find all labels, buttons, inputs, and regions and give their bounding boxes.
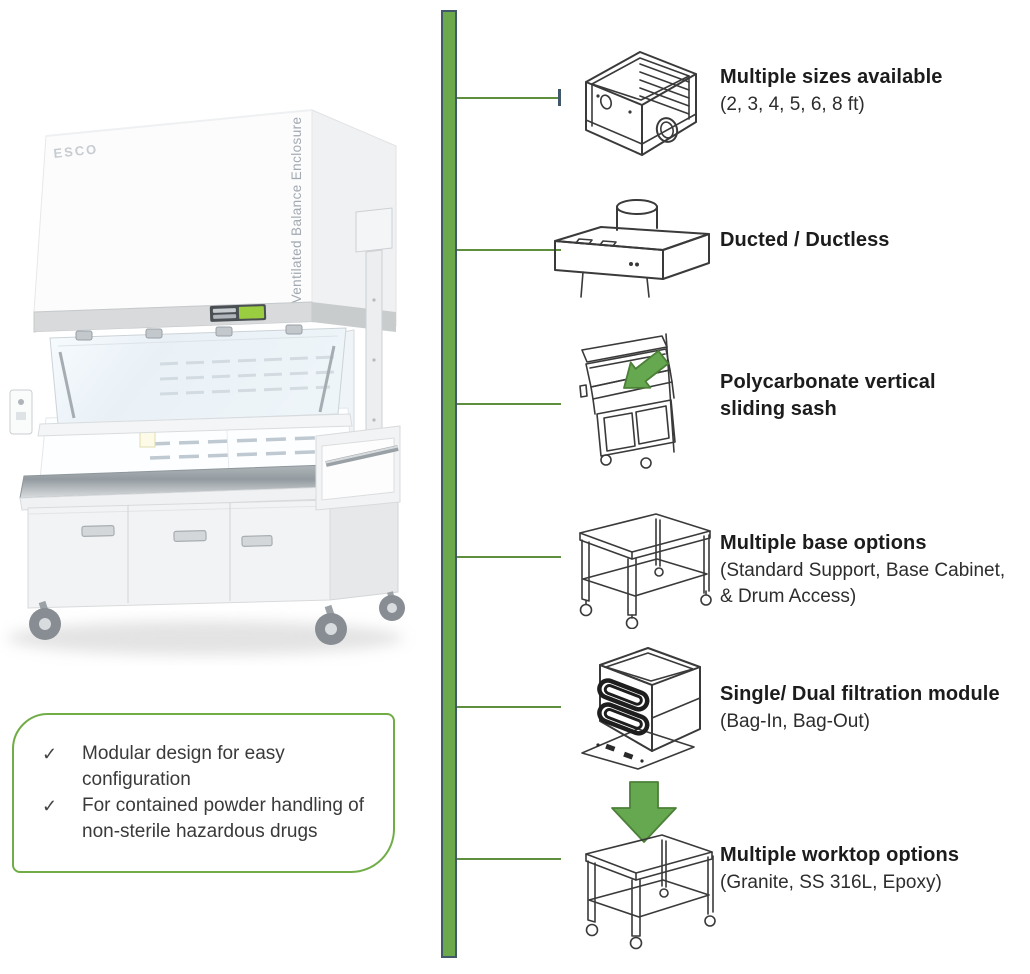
feature-subtitle: (2, 3, 4, 5, 6, 8 ft): [720, 94, 865, 115]
left-utility-box: [9, 389, 33, 435]
feature-worktop-options: Multiple worktop options (Granite, SS 31…: [720, 842, 1030, 896]
sash-hinges: [75, 324, 303, 341]
connector-line: [457, 97, 558, 99]
feature-sliding-sash: Polycarbonate vertical sliding sash: [720, 369, 1030, 424]
feature-base-options: Multiple base options (Standard Support,…: [720, 530, 1030, 610]
benefits-callout-box: ✓ Modular design for easy configuration …: [12, 713, 395, 873]
benefit-item: ✓ For contained powder handling of non-s…: [36, 793, 375, 845]
base-options-icon: [570, 503, 718, 629]
connector-line: [457, 858, 561, 860]
timeline-bar: [441, 10, 457, 958]
brand-logo: ESCO: [53, 141, 99, 161]
feature-title: Polycarbonate vertical sliding sash: [720, 371, 936, 420]
sash-rail: [355, 207, 393, 455]
connector-line: [457, 249, 561, 251]
checkmark-icon: ✓: [42, 796, 58, 816]
floor-shadow: [7, 621, 403, 655]
feature-title: Multiple worktop options: [720, 844, 960, 866]
feature-multiple-sizes: Multiple sizes available (2, 3, 4, 5, 6,…: [720, 64, 1030, 118]
casters: [29, 591, 405, 645]
feature-title: Multiple sizes available: [720, 66, 943, 88]
base-cabinet: [27, 489, 399, 609]
connector-end-tick: [558, 89, 561, 106]
filtration-module-icon: [572, 641, 722, 771]
connector-line: [457, 556, 561, 558]
sliding-sash-icon: [566, 330, 694, 472]
multiple-sizes-icon: [568, 42, 713, 167]
feature-title: Single/ Dual filtration module: [720, 683, 1000, 705]
benefit-text: Modular design for easy configuration: [82, 743, 285, 790]
benefit-text: For contained powder handling of non-ste…: [82, 795, 365, 842]
ducted-ductless-icon: [545, 193, 717, 298]
feature-subtitle: (Bag-In, Bag-Out): [720, 711, 870, 732]
benefit-item: ✓ Modular design for easy configuration: [36, 741, 375, 793]
drawer-handles: [81, 525, 273, 547]
hood-top: ESCO Ventilated Balance Enclosure: [33, 109, 397, 327]
side-label: Ventilated Balance Enclosure: [289, 117, 304, 304]
connector-line: [457, 403, 561, 405]
feature-subtitle: (Granite, SS 316L, Epoxy): [720, 872, 942, 893]
worktop-options-icon: [578, 780, 718, 950]
feature-title: Ducted / Ductless: [720, 229, 890, 251]
right-support-frame: [315, 425, 401, 511]
feature-subtitle: (Standard Support, Base Cabinet, & Drum …: [720, 560, 1006, 607]
feature-title: Multiple base options: [720, 532, 927, 554]
product-photo-ventilated-balance-enclosure: ESCO Ventilated Balance Enclosure: [7, 109, 405, 655]
connector-line: [457, 706, 561, 708]
control-panel: [209, 304, 267, 322]
feature-ducted-ductless: Ducted / Ductless: [720, 227, 1030, 255]
feature-filtration-module: Single/ Dual filtration module (Bag-In, …: [720, 681, 1030, 735]
open-sash: [37, 324, 353, 437]
checkmark-icon: ✓: [42, 744, 58, 764]
